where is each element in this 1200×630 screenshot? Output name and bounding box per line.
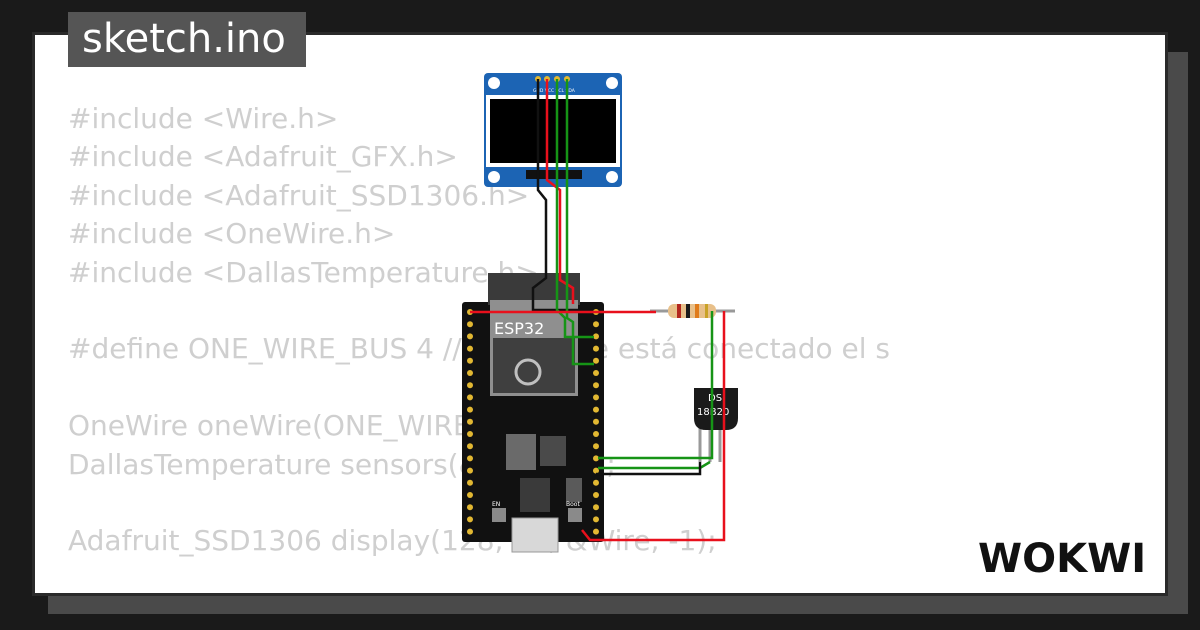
header-pin — [593, 357, 599, 364]
wires — [470, 79, 726, 542]
header-pin — [467, 333, 473, 340]
en-button[interactable] — [492, 508, 506, 522]
sensor-label-1: DS — [708, 393, 722, 404]
header-pin — [593, 394, 599, 401]
wire-oled-gnd — [531, 79, 582, 312]
ds18b20-sensor[interactable]: DS 18B20 — [694, 388, 738, 462]
code-line: #include <Adafruit_GFX.h> — [68, 140, 458, 174]
usb-port — [511, 517, 559, 553]
pin-header-left — [467, 309, 473, 535]
header-pin — [593, 516, 599, 523]
code-line: #include <DallasTemperature.h> — [68, 255, 539, 289]
header-pin — [593, 321, 599, 328]
header-pin — [593, 467, 599, 474]
esp32-label: ESP32 — [494, 319, 544, 338]
header-pin — [593, 528, 599, 535]
oled-pin-labels: GND VCC SCL SDA — [533, 88, 576, 94]
espressif-logo-icon — [514, 358, 542, 386]
header-pin — [467, 516, 473, 523]
boot-button-label: Boot — [566, 501, 580, 508]
header-pin — [467, 455, 473, 462]
file-tab[interactable]: sketch.ino — [68, 12, 306, 67]
header-pin — [593, 345, 599, 352]
wire-oled-scl — [555, 79, 594, 339]
boot-button[interactable] — [568, 508, 582, 522]
code-line: #include <Wire.h> — [68, 102, 339, 135]
pin-header-right — [593, 309, 599, 535]
wire-oled-vcc — [545, 79, 575, 304]
header-pin — [593, 443, 599, 450]
wire-data-sensor — [598, 460, 711, 470]
code-line: #include <OneWire.h> — [68, 217, 396, 251]
header-pin — [467, 431, 473, 437]
header-pin — [467, 492, 473, 498]
header-pin — [467, 443, 473, 450]
header-pin — [467, 418, 473, 425]
resistor[interactable] — [650, 304, 735, 318]
header-pin — [467, 321, 473, 328]
header-pin — [593, 455, 599, 462]
header-pin — [467, 345, 473, 352]
oled-display[interactable]: GND VCC SCL SDA — [484, 73, 622, 187]
wire-resistor-vcc — [581, 311, 726, 542]
header-pin — [593, 492, 599, 498]
header-pin — [467, 382, 473, 389]
header-pin — [593, 418, 599, 425]
header-pin — [593, 382, 599, 389]
wire-data-green — [598, 311, 714, 460]
header-pin — [467, 370, 473, 376]
header-pin — [593, 370, 599, 376]
header-pin — [593, 504, 599, 511]
wire-oled-sda — [565, 79, 594, 366]
header-pin — [593, 431, 599, 437]
header-pin — [467, 467, 473, 474]
code-line: #include <Adafruit_SSD1306.h> — [68, 178, 530, 212]
header-pin — [467, 528, 473, 535]
header-pin — [593, 333, 599, 340]
header-pin — [593, 479, 599, 486]
header-pin — [593, 406, 599, 413]
header-pin — [467, 357, 473, 364]
header-pin — [467, 406, 473, 413]
header-pin — [467, 394, 473, 401]
wokwi-logo: WOKWI — [978, 536, 1146, 582]
header-pin — [467, 479, 473, 486]
wire-gnd-sensor — [596, 462, 702, 476]
en-button-label: EN — [492, 501, 500, 508]
header-pin — [467, 504, 473, 511]
esp32-board[interactable]: ESP32 EN Boot — [462, 273, 604, 553]
svg-text:WOKWI: WOKWI — [978, 536, 1146, 582]
